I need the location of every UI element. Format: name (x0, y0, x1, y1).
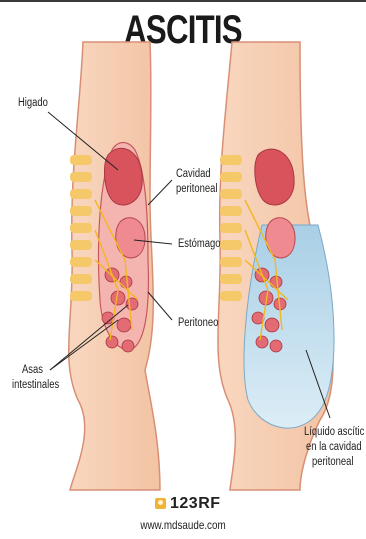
normal-liver (105, 148, 143, 205)
label-peritoneo: Peritoneo (178, 316, 218, 330)
label-cavidad-line1: Cavidad (176, 167, 211, 181)
normal-spine (70, 155, 92, 301)
label-asas-line2: intestinales (12, 378, 59, 392)
leader-cavidad (148, 180, 172, 205)
label-cavidad-line2: peritoneal (176, 182, 217, 196)
label-higado: Higado (18, 96, 48, 110)
ascites-spine (220, 155, 242, 301)
ascites-stomach (266, 218, 295, 258)
label-liquido-line3: peritoneal (312, 455, 353, 469)
label-estomago: Estómago (178, 237, 220, 251)
ascites-abdomen (218, 42, 334, 490)
normal-abdomen (69, 42, 160, 490)
watermark-brand: 123RF (170, 495, 221, 513)
watermark-url: www.mdsaude.com (33, 518, 333, 532)
brand-logo-icon (155, 498, 166, 509)
label-liquido-line1: Líquido ascític (304, 425, 364, 439)
label-asas-line1: Asas (22, 363, 43, 377)
normal-stomach (116, 218, 145, 258)
label-liquido-line2: en la cavidad (306, 440, 362, 454)
